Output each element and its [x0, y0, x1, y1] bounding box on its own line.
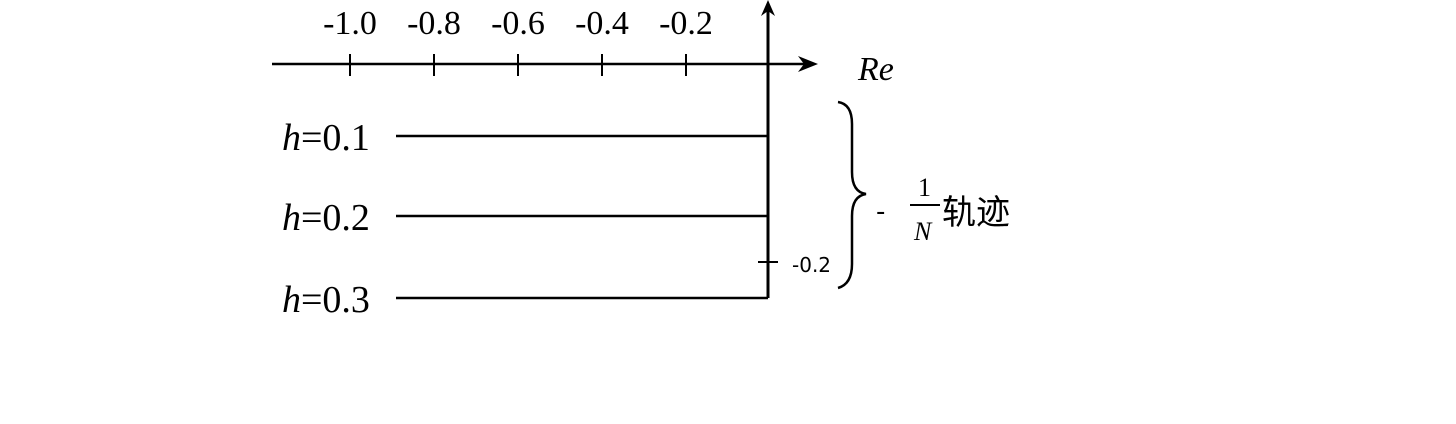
real-axis-tick-label-2: -0.6: [491, 5, 545, 42]
trajectory-lines: h=0.1h=0.2h=0.3: [282, 117, 768, 321]
real-axis-tick-label-4: -0.2: [659, 5, 713, 42]
real-axis-label: Re: [857, 51, 894, 88]
imag-axis-arrow: [761, 0, 775, 16]
trajectory-label-2: h=0.3: [282, 279, 370, 321]
h-value: =0.2: [301, 197, 370, 239]
h-symbol: h: [282, 117, 301, 159]
real-axis-tick-label-3: -0.4: [575, 5, 629, 42]
real-axis-arrow: [798, 56, 818, 72]
minus-sign: -: [876, 197, 885, 227]
real-axis-ticks: -1.0 -0.8 -0.6 -0.4 -0.2: [323, 5, 713, 76]
h-value: =0.3: [301, 279, 370, 321]
real-axis-tick-label-1: -0.8: [407, 5, 461, 42]
fraction-denominator: N: [913, 217, 933, 246]
trajectory-label-0: h=0.1: [282, 117, 370, 159]
fraction-numerator: 1: [918, 173, 931, 202]
imag-tick-label: -0.2: [792, 253, 831, 277]
real-axis-tick-label-0: -1.0: [323, 5, 377, 42]
negative-inverse-n-trajectory-label: - 1 N 轨迹: [876, 173, 1010, 246]
trajectory-label-1: h=0.2: [282, 197, 370, 239]
curly-brace: [837, 100, 867, 290]
h-symbol: h: [282, 279, 301, 321]
trajectory-text: 轨迹: [942, 193, 1010, 233]
h-value: =0.1: [301, 117, 370, 159]
h-symbol: h: [282, 197, 301, 239]
